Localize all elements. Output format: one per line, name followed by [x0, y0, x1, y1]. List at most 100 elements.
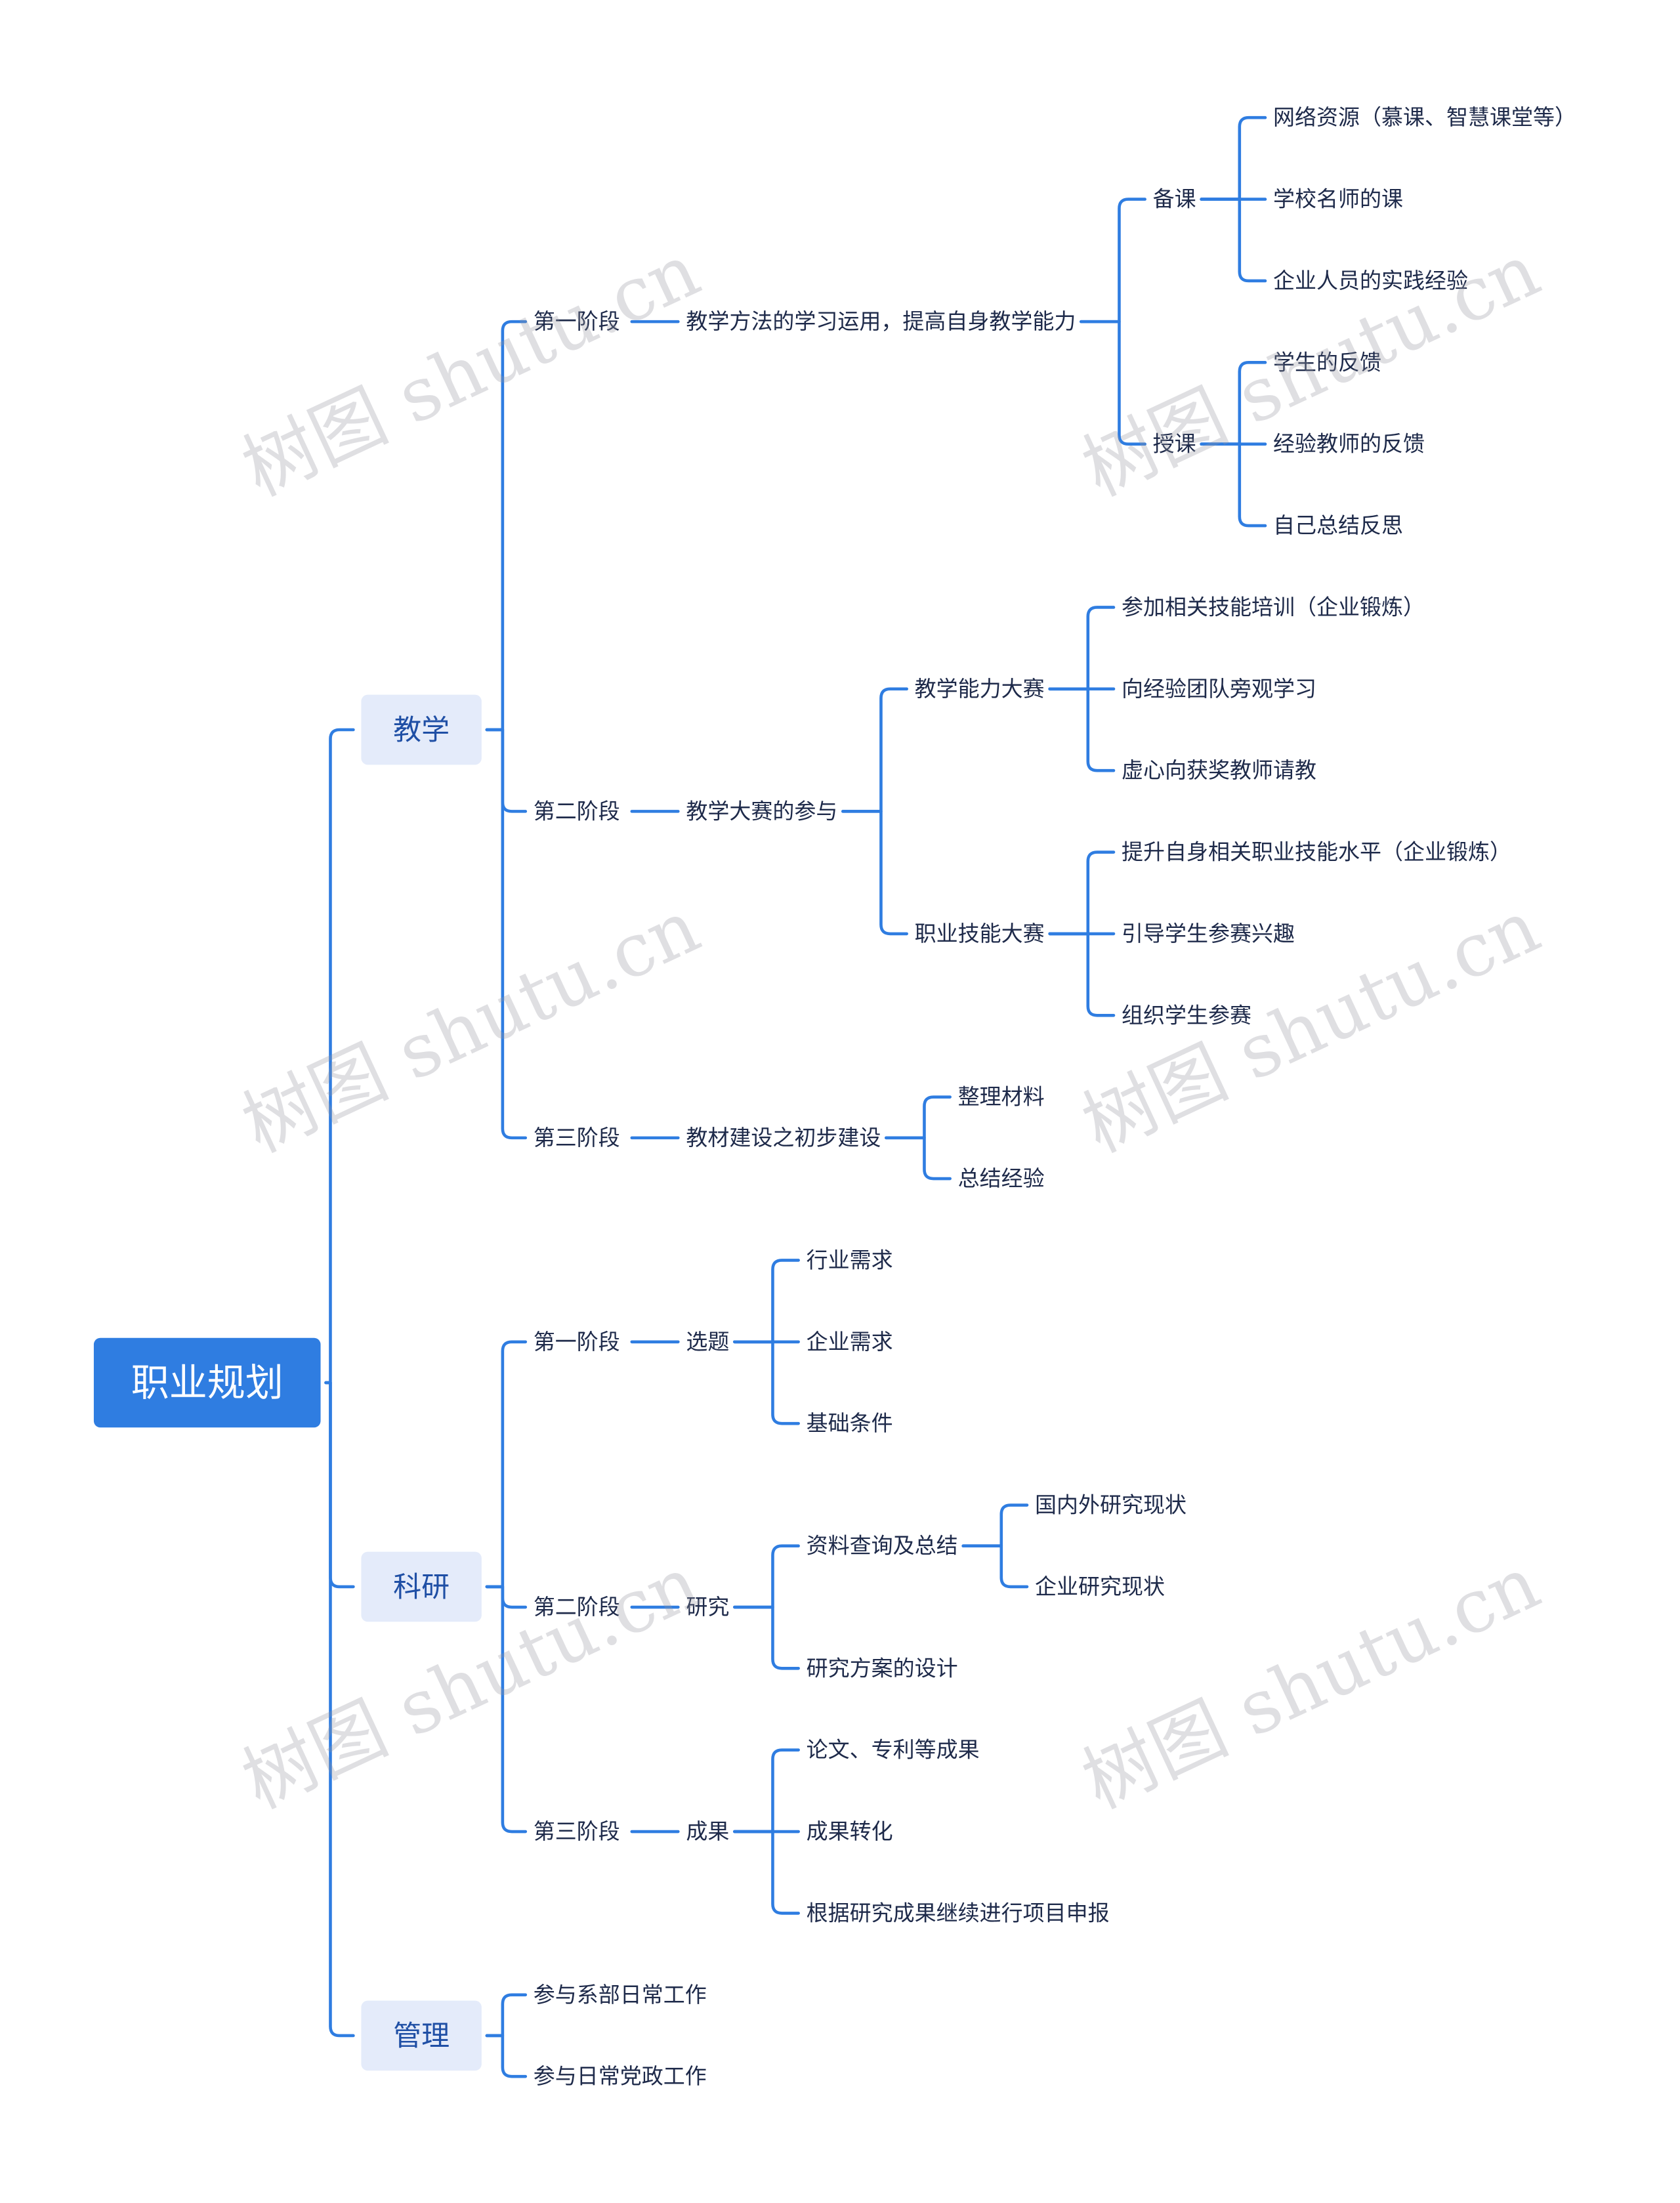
topic-node[interactable]: 总结经验: [958, 1165, 1045, 1191]
topic-node-label[interactable]: 企业需求: [807, 1329, 893, 1354]
topic-node[interactable]: 整理材料: [958, 1084, 1045, 1110]
topic-node[interactable]: 组织学生参赛: [1122, 1002, 1251, 1028]
topic-node[interactable]: 企业研究现状: [1035, 1574, 1165, 1599]
branch-node-box[interactable]: [361, 1551, 482, 1622]
topic-node-label[interactable]: 研究方案的设计: [807, 1655, 958, 1681]
topic-node[interactable]: 国内外研究现状: [1035, 1492, 1186, 1518]
topic-node-label[interactable]: 资料查询及总结: [807, 1533, 958, 1559]
topic-node[interactable]: 选题: [686, 1329, 729, 1354]
branch-node-box[interactable]: [361, 2000, 482, 2071]
connector-line: [1080, 320, 1146, 446]
topic-node-label[interactable]: 研究: [686, 1594, 729, 1620]
topic-node[interactable]: 基础条件: [807, 1410, 893, 1436]
topic-node[interactable]: 自己总结反思: [1273, 513, 1403, 538]
branch-node-box[interactable]: [361, 694, 482, 765]
topic-node-label[interactable]: 教学能力大赛: [915, 676, 1045, 702]
topic-node[interactable]: 论文、专利等成果: [807, 1737, 980, 1763]
topic-node-label[interactable]: 虚心向获奖教师请教: [1122, 757, 1316, 783]
topic-node-label[interactable]: 向经验团队旁观学习: [1122, 676, 1316, 702]
topic-node[interactable]: 向经验团队旁观学习: [1122, 676, 1316, 702]
topic-node-label[interactable]: 整理材料: [958, 1084, 1045, 1110]
topic-node-label[interactable]: 总结经验: [958, 1165, 1045, 1191]
topic-node-label[interactable]: 第一阶段: [534, 308, 620, 334]
topic-node-label[interactable]: 第三阶段: [534, 1818, 620, 1844]
topic-node[interactable]: 教学大赛的参与: [686, 798, 837, 824]
topic-node[interactable]: 备课: [1153, 186, 1196, 212]
topic-node-label[interactable]: 教学大赛的参与: [686, 798, 837, 824]
topic-node[interactable]: 参与日常党政工作: [534, 2063, 707, 2089]
topic-node[interactable]: 第二阶段: [534, 798, 620, 824]
topic-node[interactable]: 参与系部日常工作: [534, 1982, 707, 2007]
topic-node[interactable]: 第一阶段: [534, 308, 620, 334]
topic-node[interactable]: 资料查询及总结: [807, 1533, 958, 1559]
topic-node[interactable]: 根据研究成果继续进行项目申报: [807, 1900, 1110, 1925]
connector-line: [485, 1340, 528, 1589]
topic-node-label[interactable]: 引导学生参赛兴趣: [1122, 921, 1295, 946]
topic-node-label[interactable]: 授课: [1153, 431, 1196, 457]
root-node-box[interactable]: [93, 1337, 321, 1428]
topic-node-label[interactable]: 提升自身相关职业技能水平（企业锻炼）: [1122, 839, 1511, 865]
topic-node[interactable]: 第三阶段: [534, 1818, 620, 1844]
topic-node[interactable]: 研究: [686, 1594, 729, 1620]
topic-node-label[interactable]: 教材建设之初步建设: [686, 1125, 881, 1150]
connector-line: [485, 1585, 528, 1834]
topic-node[interactable]: 经验教师的反馈: [1273, 431, 1425, 457]
topic-node-label[interactable]: 国内外研究现状: [1035, 1492, 1186, 1518]
root-node[interactable]: 职业规划: [93, 1337, 321, 1428]
topic-node[interactable]: 职业技能大赛: [915, 921, 1045, 946]
topic-node-label[interactable]: 参与系部日常工作: [534, 1982, 707, 2007]
topic-node[interactable]: 学校名师的课: [1273, 186, 1403, 212]
connector-line: [733, 1830, 800, 1915]
topic-node-label[interactable]: 备课: [1153, 186, 1196, 212]
topic-node[interactable]: 教学能力大赛: [915, 676, 1045, 702]
topic-node[interactable]: 企业人员的实践经验: [1273, 268, 1468, 293]
topic-node-label[interactable]: 第一阶段: [534, 1329, 620, 1354]
topic-node[interactable]: 参加相关技能培训（企业锻炼）: [1122, 594, 1425, 619]
topic-node[interactable]: 教材建设之初步建设: [686, 1125, 881, 1150]
topic-node[interactable]: 成果转化: [807, 1818, 893, 1844]
topic-node[interactable]: 行业需求: [807, 1247, 893, 1272]
topic-node[interactable]: 网络资源（慕课、智慧课堂等）: [1273, 104, 1576, 130]
topic-node[interactable]: 企业需求: [807, 1329, 893, 1354]
topic-node[interactable]: 引导学生参赛兴趣: [1122, 921, 1295, 946]
topic-node[interactable]: 学生的反馈: [1273, 349, 1381, 375]
branch-node[interactable]: 科研: [361, 1551, 482, 1622]
topic-node-label[interactable]: 第二阶段: [534, 798, 620, 824]
topic-node-label[interactable]: 论文、专利等成果: [807, 1737, 980, 1763]
root-node-label: 职业规划: [131, 1360, 284, 1405]
topic-node-label[interactable]: 网络资源（慕课、智慧课堂等）: [1273, 104, 1576, 130]
topic-node[interactable]: 虚心向获奖教师请教: [1122, 757, 1316, 783]
topic-node-label[interactable]: 第三阶段: [534, 1125, 620, 1150]
topic-node[interactable]: 提升自身相关职业技能水平（企业锻炼）: [1122, 839, 1511, 865]
connector-line: [485, 1585, 528, 1609]
connector-line: [485, 320, 528, 732]
topic-node-label[interactable]: 成果: [686, 1818, 729, 1844]
topic-node-label[interactable]: 第二阶段: [534, 1594, 620, 1620]
connector-line: [1200, 198, 1267, 283]
topic-node-label[interactable]: 教学方法的学习运用，提高自身教学能力: [686, 308, 1076, 334]
topic-node-label[interactable]: 经验教师的反馈: [1273, 431, 1425, 457]
topic-node-label[interactable]: 行业需求: [807, 1247, 893, 1272]
topic-node[interactable]: 教学方法的学习运用，提高自身教学能力: [686, 308, 1076, 334]
topic-node[interactable]: 第三阶段: [534, 1125, 620, 1150]
topic-node-label[interactable]: 企业人员的实践经验: [1273, 268, 1468, 293]
topic-node-label[interactable]: 根据研究成果继续进行项目申报: [807, 1900, 1110, 1925]
topic-node-label[interactable]: 企业研究现状: [1035, 1574, 1165, 1599]
branch-node[interactable]: 管理: [361, 2000, 482, 2071]
topic-node-label[interactable]: 学校名师的课: [1273, 186, 1403, 212]
topic-node-label[interactable]: 成果转化: [807, 1818, 893, 1844]
topic-node-label[interactable]: 基础条件: [807, 1410, 893, 1436]
topic-node[interactable]: 第二阶段: [534, 1594, 620, 1620]
topic-node[interactable]: 成果: [686, 1818, 729, 1844]
topic-node-label[interactable]: 参加相关技能培训（企业锻炼）: [1122, 594, 1425, 619]
branch-node[interactable]: 教学: [361, 694, 482, 765]
topic-node-label[interactable]: 组织学生参赛: [1122, 1002, 1251, 1028]
topic-node[interactable]: 第一阶段: [534, 1329, 620, 1354]
topic-node-label[interactable]: 职业技能大赛: [915, 921, 1045, 946]
topic-node-label[interactable]: 自己总结反思: [1273, 513, 1403, 538]
topic-node[interactable]: 研究方案的设计: [807, 1655, 958, 1681]
topic-node-label[interactable]: 选题: [686, 1329, 729, 1354]
topic-node[interactable]: 授课: [1153, 431, 1196, 457]
topic-node-label[interactable]: 参与日常党政工作: [534, 2063, 707, 2089]
topic-node-label[interactable]: 学生的反馈: [1273, 349, 1381, 375]
